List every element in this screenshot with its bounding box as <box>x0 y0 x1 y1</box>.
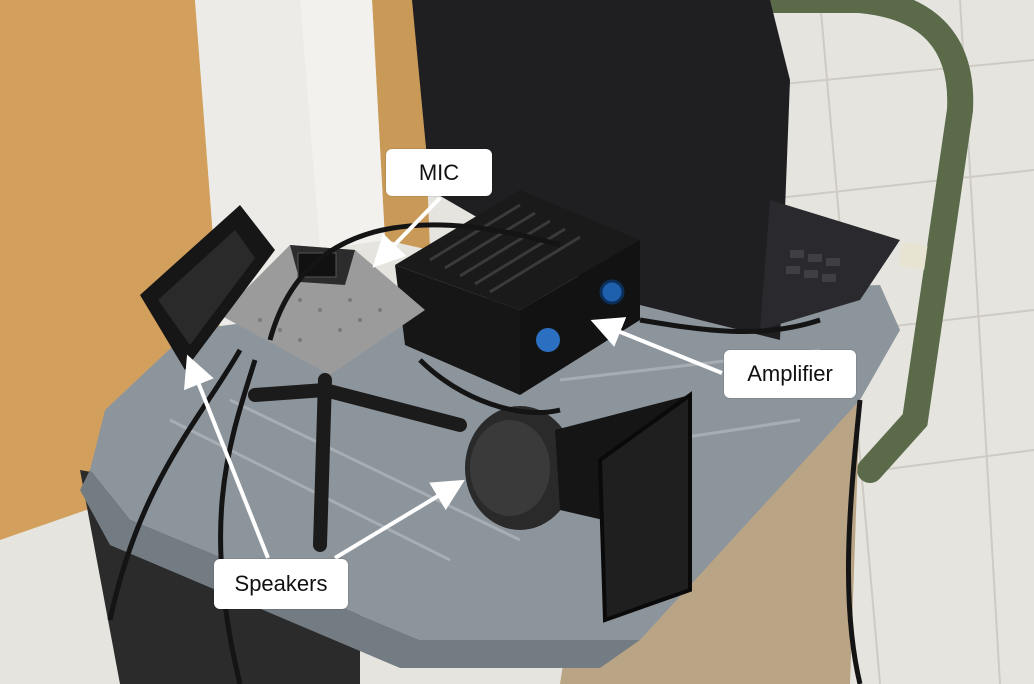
amplifier-knob <box>599 279 625 305</box>
cart-handle <box>747 0 974 483</box>
amplifier-front <box>520 240 640 395</box>
microphone-body <box>220 245 425 375</box>
amplifier-vents <box>429 203 581 294</box>
tripod <box>248 373 467 552</box>
speakers-label: Speakers <box>214 559 348 609</box>
left-speaker-inner <box>158 230 255 345</box>
mic-arrow <box>372 196 442 268</box>
annotation-arrows <box>184 196 723 560</box>
wall-trim <box>300 0 385 250</box>
speakers-arrow-left <box>184 354 270 559</box>
cables <box>107 222 863 684</box>
amplifier-logo <box>536 328 560 352</box>
mic-label: MIC <box>386 149 492 196</box>
amplifier-label: Amplifier <box>724 350 856 398</box>
amplifier-top <box>395 190 640 310</box>
microphone-mesh <box>258 298 382 342</box>
speakers-arrow-right <box>333 479 465 560</box>
right-speaker-driver-face <box>470 420 550 516</box>
cart-lid-rim <box>80 470 640 668</box>
amplifier-arrow <box>590 317 723 375</box>
handle-tape <box>898 242 928 270</box>
laptop-keyboard <box>786 250 840 282</box>
right-speaker-mouth <box>597 391 692 623</box>
laptop-lid <box>412 0 790 340</box>
amplifier-side <box>395 265 520 395</box>
